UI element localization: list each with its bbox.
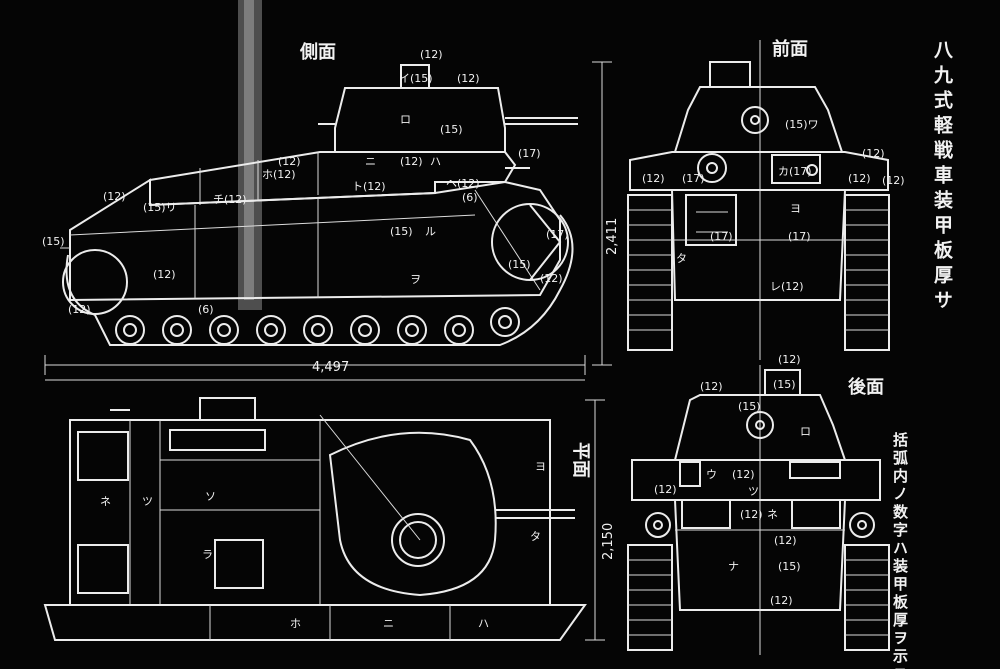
side-plate-label: (12) [68, 303, 91, 316]
side-plate-label: (17) [518, 147, 541, 160]
side-plate-label: (12) [457, 72, 480, 85]
side-plate-label: ヲ [410, 273, 421, 286]
rear-plate-label: (12) [654, 483, 677, 496]
front-plate-label: タ [676, 252, 687, 265]
front-plate-label: (17) [682, 172, 705, 185]
front-plate-label: (12) [642, 172, 665, 185]
plan-plate-label: ヨ [535, 460, 546, 473]
side-plate-label: ホ(12) [262, 168, 296, 181]
side-plate-label: ロ [400, 113, 411, 126]
rear-view [627, 365, 890, 655]
width-dimension: 2,150 [601, 523, 616, 560]
side-plate-label: (15) [42, 235, 65, 248]
plan-plate-label: ネ [100, 495, 111, 508]
plan-plate-label: ニ [383, 617, 394, 630]
front-plate-label: ヨ [790, 202, 801, 215]
rear-plate-label: (15) [773, 378, 796, 391]
front-plate-label: レ(12) [770, 280, 804, 293]
drawing-note: 括弧内ノ数字ハ装甲板厚ヲ示ス [891, 431, 909, 669]
front-plate-label: (17) [788, 230, 811, 243]
side-plate-label: (15) [440, 123, 463, 136]
side-plate-label: (17) [546, 228, 569, 241]
plan-plate-label: ラ [202, 548, 213, 561]
rear-plate-label: ナ [728, 560, 739, 573]
plan-plate-label: タ [530, 530, 541, 543]
rear-plate-label: (12) [774, 534, 797, 547]
front-plate-label: (12) [848, 172, 871, 185]
side-plate-label: (12) [540, 272, 563, 285]
rear-plate-label: (12) [740, 508, 763, 521]
front-plate-label: (17) [710, 230, 733, 243]
front-track-links [628, 209, 889, 331]
plan-plate-label: ツ [142, 495, 153, 508]
side-plate-label: (12) [400, 155, 423, 168]
rear-view-title: 後面 [848, 376, 884, 398]
side-plate-label: ト(12) [352, 180, 386, 193]
side-view [44, 64, 586, 381]
side-plate-label: (6) [198, 303, 214, 316]
length-dimension: 4,497 [312, 360, 349, 375]
plan-plate-label: ソ [205, 490, 216, 503]
side-plate-label: イ(15) [399, 72, 433, 85]
side-plate-label: ル [425, 225, 436, 238]
front-view [627, 40, 890, 360]
light-streak [238, 0, 262, 310]
rear-plate-label: (15) [778, 560, 801, 573]
side-plate-label: ニ [365, 155, 376, 168]
side-plate-label: (12) [278, 155, 301, 168]
side-plate-label: (12) [103, 190, 126, 203]
front-plate-label: (12) [862, 147, 885, 160]
rear-plate-label: (12) [778, 353, 801, 366]
drawing-title: 八九式軽戦車装甲板厚サ [931, 40, 954, 315]
side-plate-label: ヘ(12) [446, 177, 480, 190]
side-plate-label: (15)リ [143, 201, 177, 214]
side-view-title: 側面 [299, 41, 336, 63]
side-plate-label: (6) [462, 191, 478, 204]
height-dimension-line [592, 61, 612, 366]
side-plate-label: ハ [430, 155, 441, 168]
rear-plate-label: (12) [770, 594, 793, 607]
side-plate-label: (15) [508, 258, 531, 271]
rear-plate-label: ウ [706, 468, 717, 481]
front-plate-label: カ(17) [778, 165, 812, 178]
rear-plate-label: (15) [738, 400, 761, 413]
rear-plate-label: ネ [767, 508, 778, 521]
plan-view [43, 397, 605, 641]
rear-plate-label: (12) [732, 468, 755, 481]
road-wheels [115, 307, 520, 345]
side-plate-label: チ(12) [213, 193, 247, 206]
rear-plate-label: ツ [748, 485, 759, 498]
rear-plate-label: ロ [800, 425, 811, 438]
plan-plate-label: ハ [478, 617, 489, 630]
rear-plate-label: (12) [700, 380, 723, 393]
side-plate-label: (12) [420, 48, 443, 61]
rear-track-links [628, 559, 889, 636]
front-view-title: 前面 [772, 38, 808, 60]
plan-plate-label: ホ [290, 617, 301, 630]
front-plate-label: (12) [882, 174, 905, 187]
height-dimension: 2,411 [605, 218, 620, 255]
side-plate-label: (15) [390, 225, 413, 238]
plan-view-title: 平面 [570, 442, 591, 478]
front-plate-label: (15)ワ [785, 118, 819, 131]
side-plate-label: (12) [153, 268, 176, 281]
